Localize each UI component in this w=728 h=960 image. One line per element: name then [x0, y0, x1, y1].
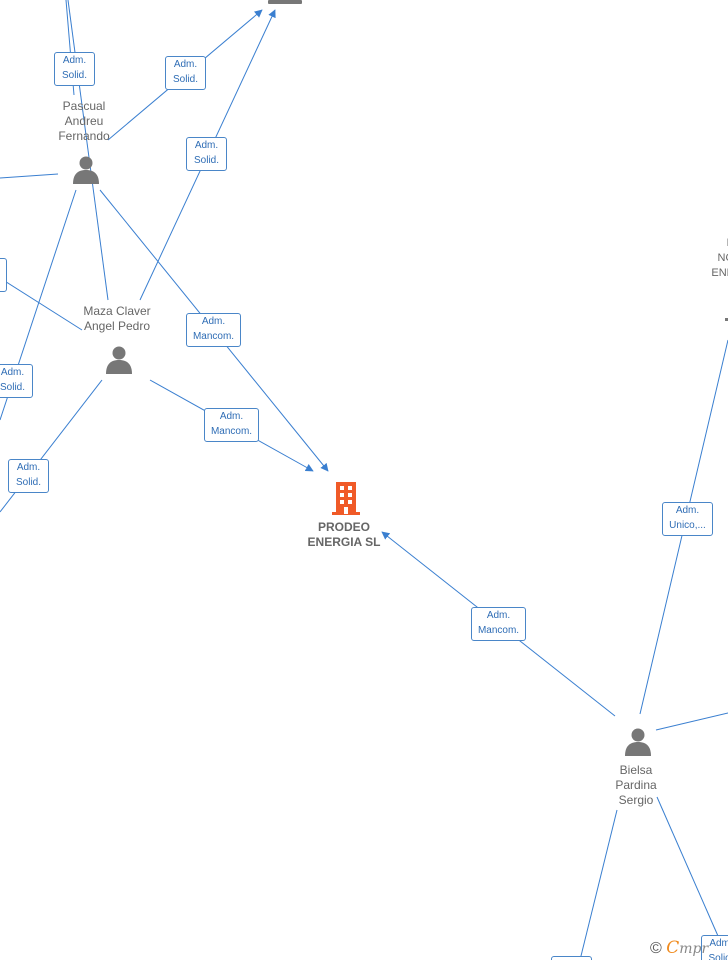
person-label-pascual[interactable]: Pascual Andreu Fernando	[58, 99, 110, 143]
edge-label-adm-solid[interactable]: Adm. Solid.	[186, 137, 227, 171]
person-icon[interactable]	[71, 154, 101, 184]
copyright-symbol: ©	[650, 940, 662, 957]
partial-right-node-icon	[725, 318, 728, 321]
edge-line	[579, 809, 618, 960]
partial-top-node-icon	[268, 0, 302, 4]
edge-line	[656, 796, 719, 937]
edge-label-adm-mancom[interactable]: Adm. Mancom.	[186, 313, 241, 347]
edge-label-adm-solid[interactable]: Adm. Solid.	[54, 52, 95, 86]
edge-line	[0, 277, 83, 331]
edge-label-adm-solid[interactable]: Adm. Solid.	[8, 459, 49, 493]
brand-logo-rest: mpr	[679, 941, 709, 957]
building-icon[interactable]	[330, 480, 362, 516]
edge-label-adm-solid[interactable]: Adm. Solid.	[701, 935, 728, 960]
edge-label-adm-unico[interactable]: Adm. Unico,...	[662, 502, 713, 536]
edge-line	[0, 173, 59, 179]
edge-line	[67, 0, 109, 301]
company-label[interactable]: PRODEO ENERGIA SL	[307, 520, 381, 549]
edge-label-partial-left[interactable]	[0, 258, 7, 292]
edge-line	[655, 712, 728, 731]
person-icon[interactable]	[104, 344, 134, 374]
edge-label-adm-mancom[interactable]: Adm. Mancom.	[471, 607, 526, 641]
person-label-maza[interactable]: Maza Claver Angel Pedro	[83, 304, 151, 333]
edge-label-partial-bottom[interactable]	[551, 956, 592, 960]
edge-label-adm-solid[interactable]: Adm. Solid.	[165, 56, 206, 90]
person-icon[interactable]	[623, 726, 653, 756]
brand-logo: C	[666, 938, 680, 958]
edge-label-adm-solid[interactable]: Adm. Solid.	[0, 364, 33, 398]
person-label-bielsa[interactable]: Bielsa Pardina Sergio	[615, 763, 657, 807]
partial-node-label[interactable]: B NO ENE	[711, 237, 728, 279]
copyright-notice: © Cmpr	[650, 938, 708, 958]
edge-label-adm-mancom[interactable]: Adm. Mancom.	[204, 408, 259, 442]
